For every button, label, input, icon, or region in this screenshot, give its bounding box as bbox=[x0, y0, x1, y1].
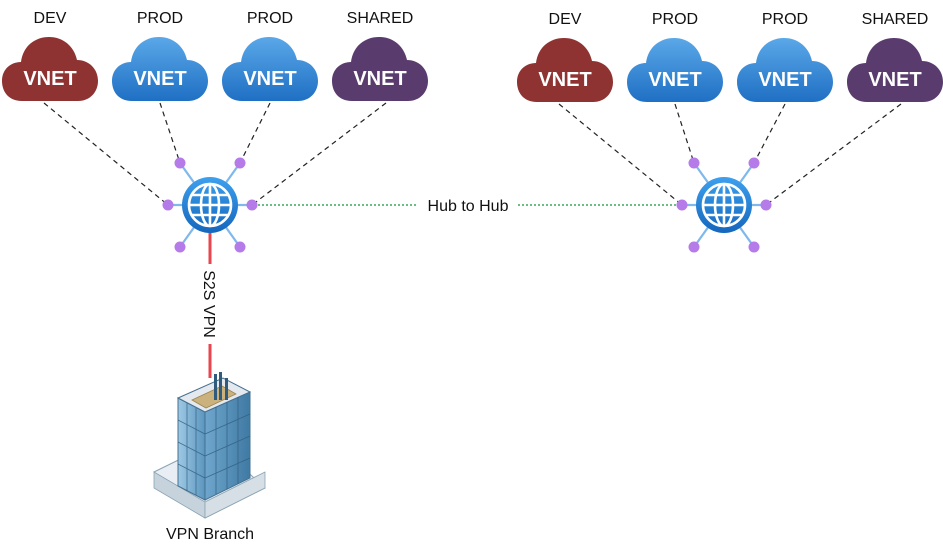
vnet-cloud-dev: VNET bbox=[2, 37, 98, 101]
hub-node bbox=[234, 241, 246, 253]
vnet-connector bbox=[239, 102, 271, 164]
vnet-env-label: PROD bbox=[651, 11, 699, 28]
hub-node bbox=[748, 241, 760, 253]
globe-grid bbox=[187, 182, 233, 228]
vnet-connector bbox=[159, 102, 181, 164]
hub-node bbox=[174, 241, 186, 253]
office-building-icon bbox=[153, 372, 266, 519]
hub-node bbox=[676, 199, 688, 211]
vnet-connector bbox=[558, 103, 683, 206]
virtual-hub-icon bbox=[162, 157, 258, 253]
hub-node bbox=[246, 199, 258, 211]
vnet-env-label: SHARED bbox=[346, 10, 414, 27]
vnet-label: VNET bbox=[243, 68, 296, 90]
vnet-cloud-prod: VNET bbox=[112, 37, 208, 101]
vnet-cloud-dev: VNET bbox=[517, 38, 613, 102]
vnet-label: VNET bbox=[538, 69, 591, 91]
vnet-label: VNET bbox=[648, 69, 701, 91]
vnet-connector bbox=[674, 103, 695, 164]
s2s-vpn-label-bg bbox=[198, 264, 222, 344]
vnet-cloud-prod: VNET bbox=[627, 38, 723, 102]
vnet-label: VNET bbox=[133, 68, 186, 90]
vnet-env-label: DEV bbox=[548, 11, 582, 28]
hub-to-hub-label-bg bbox=[418, 194, 518, 216]
vnet-connector bbox=[765, 103, 902, 206]
hub-node bbox=[688, 241, 700, 253]
hub-node bbox=[174, 157, 186, 169]
virtual-hub-icon bbox=[676, 157, 772, 253]
hub-to-hub-label: Hub to Hub bbox=[428, 198, 509, 215]
vnet-env-label: PROD bbox=[761, 11, 809, 28]
hub-node bbox=[688, 157, 700, 169]
hub-node bbox=[748, 157, 760, 169]
vnet-connectors bbox=[43, 102, 902, 206]
vnet-label: VNET bbox=[353, 68, 406, 90]
hub-node bbox=[234, 157, 246, 169]
vnet-cloud-shared: VNET bbox=[847, 38, 943, 102]
vnet-env-label: PROD bbox=[246, 10, 294, 27]
vnet-env-label: PROD bbox=[136, 10, 184, 27]
s2s-vpn-label: S2S VPN bbox=[200, 270, 217, 338]
vnet-label: VNET bbox=[758, 69, 811, 91]
hub-node bbox=[760, 199, 772, 211]
vpn-branch-label: VPN Branch bbox=[165, 526, 255, 543]
vnet-cloud-prod: VNET bbox=[222, 37, 318, 101]
vnet-cloud-prod: VNET bbox=[737, 38, 833, 102]
vnet-label: VNET bbox=[868, 69, 921, 91]
vnet-env-label: SHARED bbox=[861, 11, 929, 28]
vnet-connector bbox=[753, 103, 786, 164]
vnet-connector bbox=[43, 102, 169, 206]
vnet-env-label: DEV bbox=[33, 10, 67, 27]
vnet-cloud-shared: VNET bbox=[332, 37, 428, 101]
vnet-connector bbox=[251, 102, 387, 206]
vnet-label: VNET bbox=[23, 68, 76, 90]
globe-grid bbox=[701, 182, 747, 228]
hub-node bbox=[162, 199, 174, 211]
